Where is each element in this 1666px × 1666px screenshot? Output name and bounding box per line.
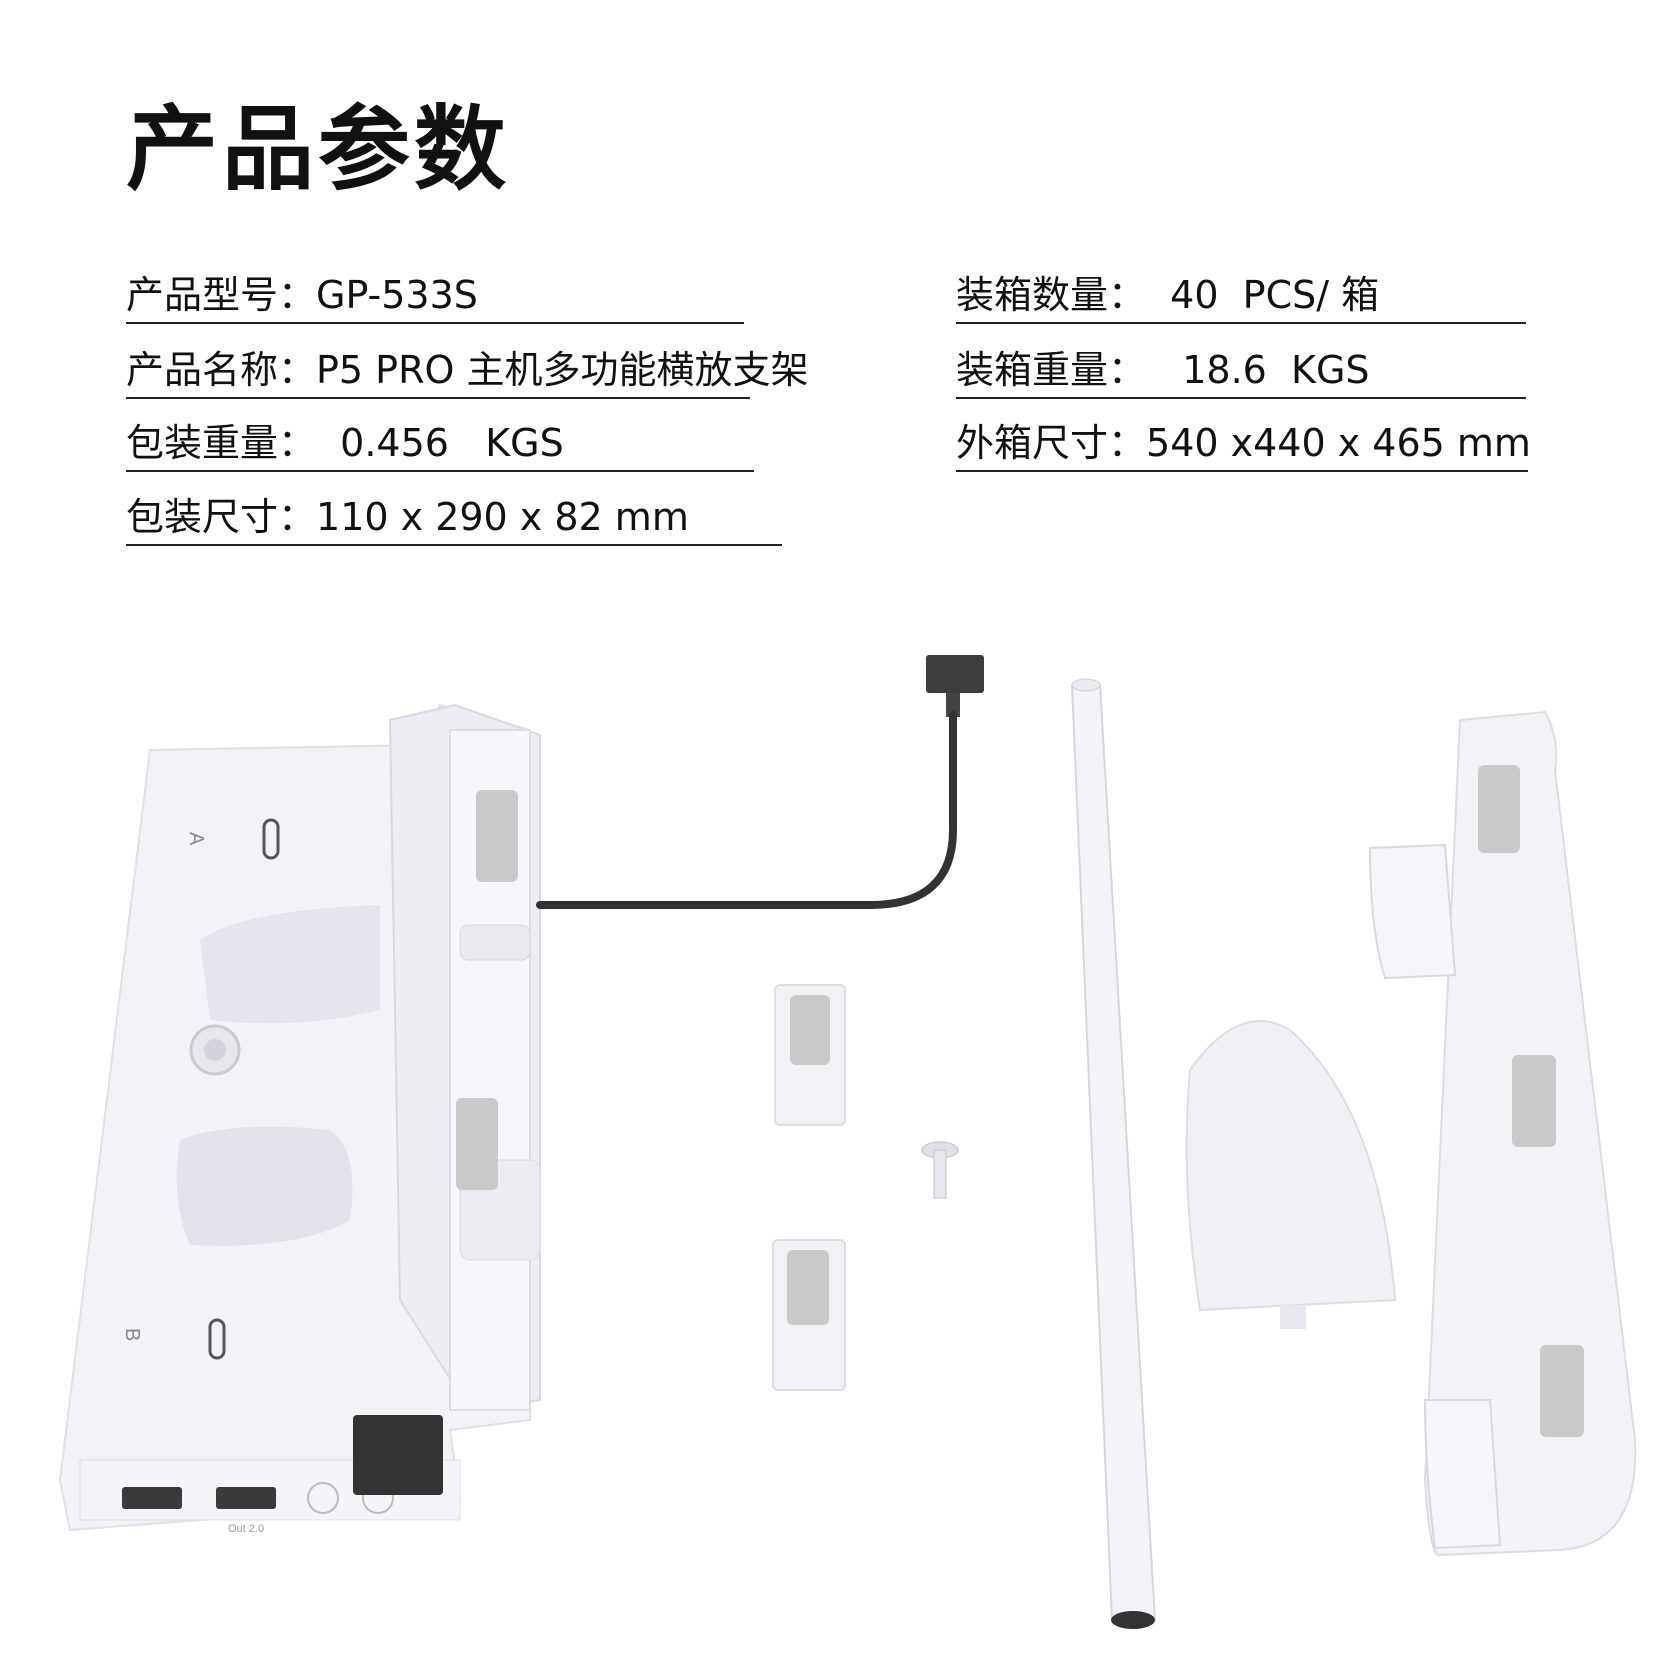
usb-a-port-2 [216,1487,276,1509]
spec-carton-size: 外箱尺寸：540 x440 x 465 mm [956,421,1531,472]
spec-product-name: 产品名称：P5 PRO 主机多功能横放支架 [126,348,809,399]
usb-c-port-b [208,1318,226,1360]
usb-cable [536,655,984,909]
screw [921,1141,959,1199]
spec-carton-quantity: 装箱数量： 40 PCS/ 箱 [956,276,1526,324]
stand-pad-middle [456,1098,498,1190]
usb-out-label: Out 2.0 [228,1523,264,1535]
stand-main-body: A B Out 2.0 [58,703,541,1535]
spec-model: 产品型号：GP-533S [126,276,744,324]
controller-holder [1185,1020,1397,1329]
foot-piece-2 [772,1239,846,1391]
spec-value: 540 x440 x 465 mm [1146,421,1531,465]
usb-a-port-1 [122,1487,182,1509]
spec-value: 0.456 KGS [316,421,564,465]
light-button-icon [307,1482,339,1514]
foot-piece-1 [774,984,846,1126]
side-bracket [1368,710,1637,1557]
spec-carton-weight: 装箱重量： 18.6 KGS [956,351,1526,399]
spec-label: 装箱数量： [956,273,1147,317]
spec-package-weight: 包装重量： 0.456 KGS [126,424,754,472]
bracket-pad-top [1478,765,1520,853]
page-title: 产品参数 [126,96,511,203]
stand-display-panel [353,1415,443,1495]
stand-pad-top [476,790,518,882]
port-label-a: A [185,832,207,846]
spec-label: 外箱尺寸： [956,421,1147,465]
usb-c-port-a [262,818,280,860]
port-label-b: B [121,1328,143,1341]
spec-package-size: 包装尺寸：110 x 290 x 82 mm [126,498,782,546]
spec-label: 产品名称： [126,348,317,392]
spec-value: 40 PCS/ 箱 [1146,273,1380,317]
spec-value: GP-533S [316,273,478,317]
spec-label: 包装重量： [126,421,317,465]
spec-label: 装箱重量： [956,348,1147,392]
spec-value: 110 x 290 x 82 mm [316,495,689,539]
spec-value: P5 PRO 主机多功能横放支架 [316,348,809,392]
bracket-pad-middle [1512,1055,1556,1147]
spec-value: 18.6 KGS [1146,348,1370,392]
spec-label: 包装尺寸： [126,495,317,539]
spec-label: 产品型号： [126,273,317,317]
product-illustration: A B Out 2.0 [58,655,1637,1629]
acrylic-rod [1070,678,1157,1629]
bracket-pad-bottom [1540,1345,1584,1437]
